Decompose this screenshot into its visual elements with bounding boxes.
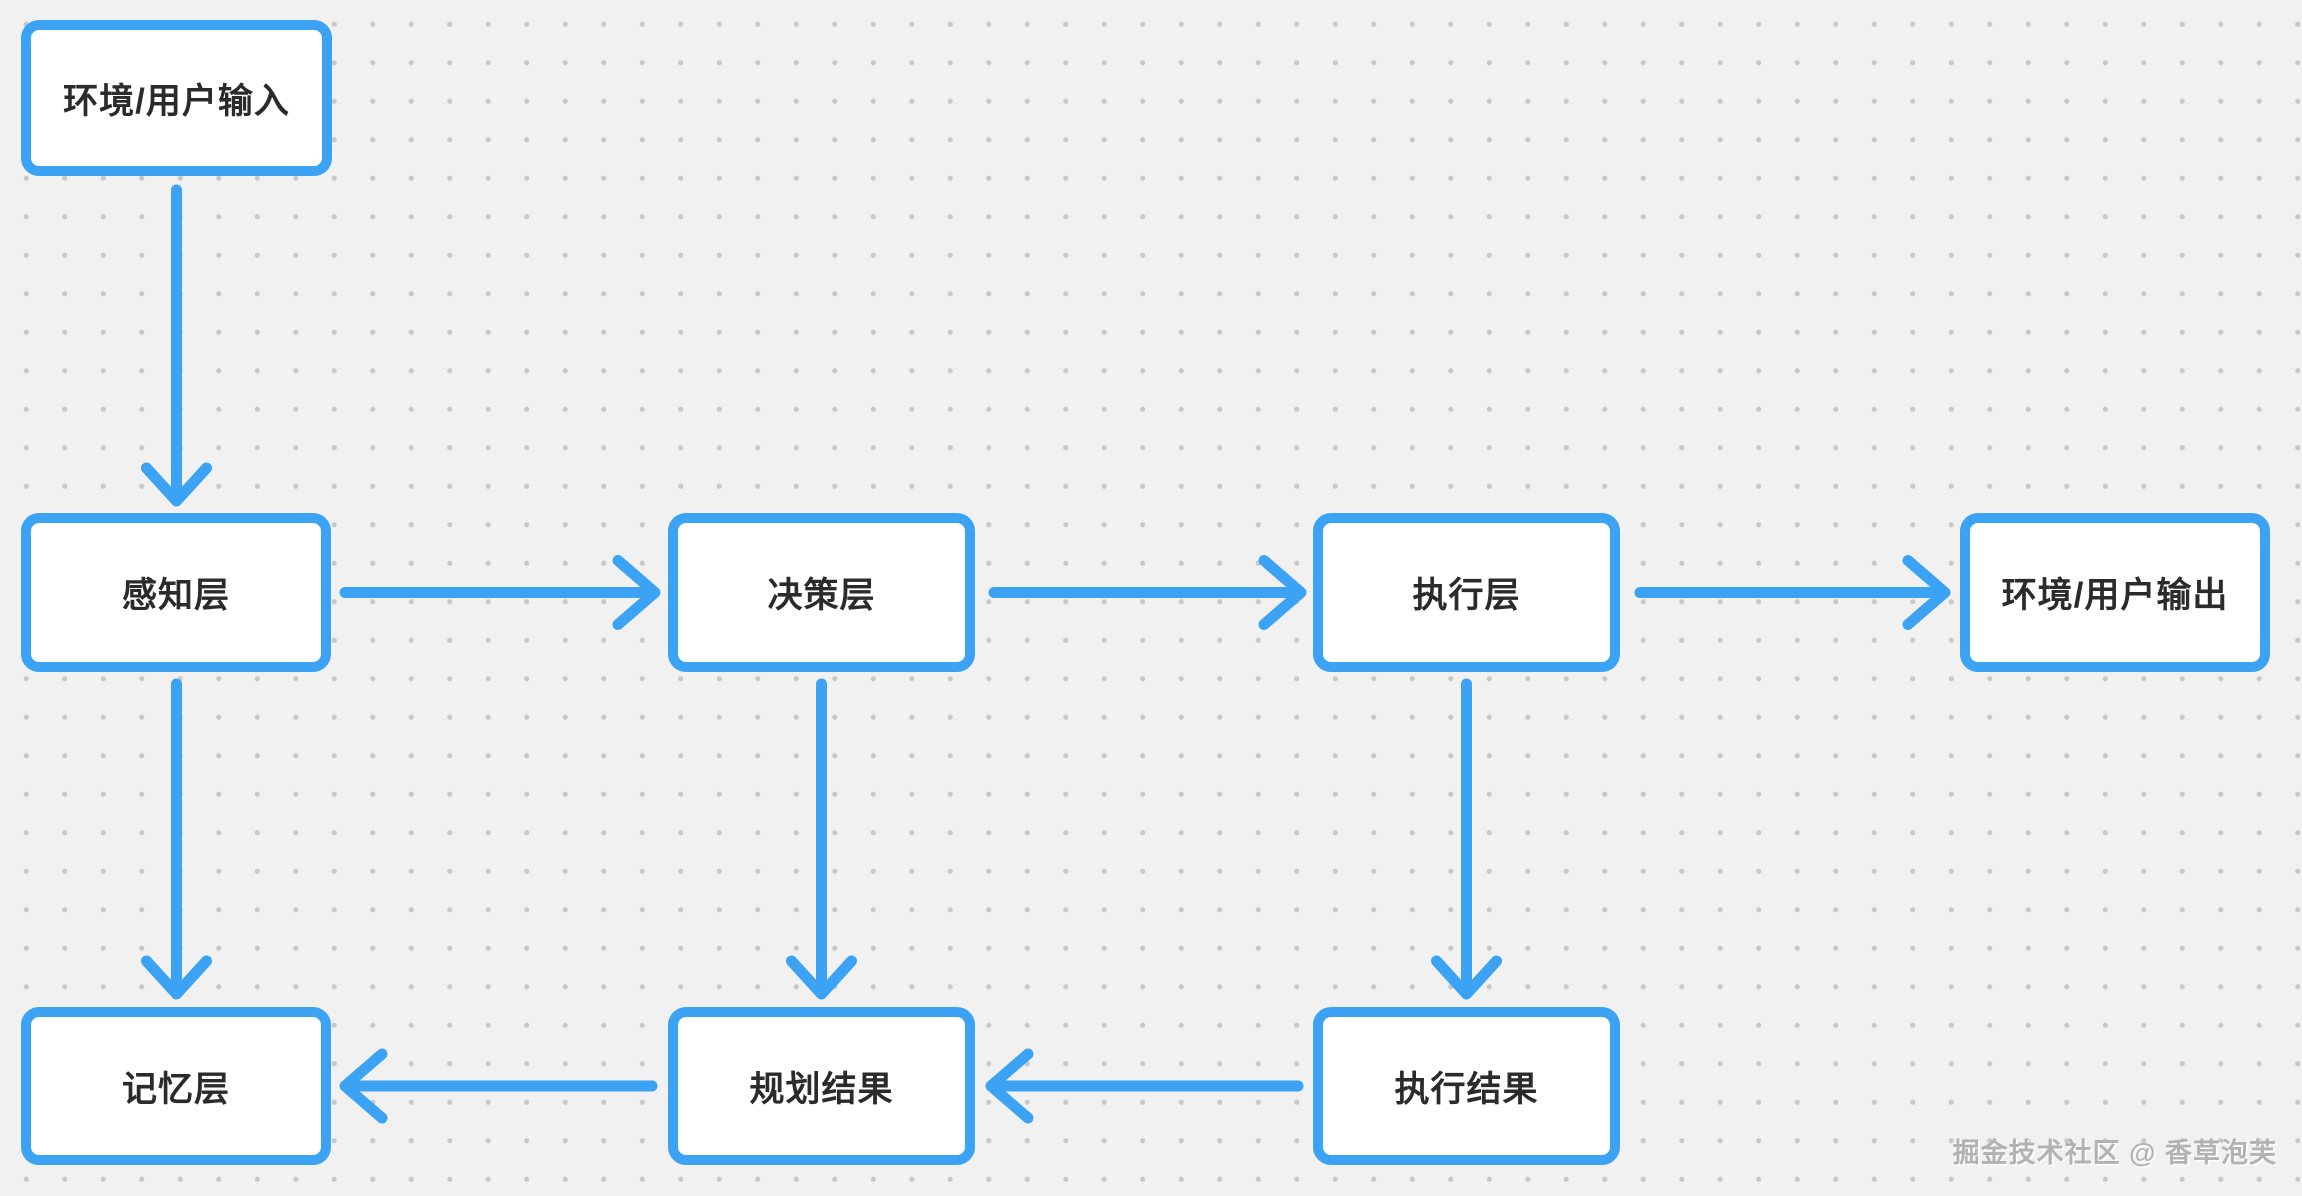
node-planning-result-label: 规划结果 [749, 1069, 894, 1109]
node-planning-result: 规划结果 [668, 1007, 975, 1165]
node-memory-label: 记忆层 [121, 1069, 230, 1109]
node-decision-label: 决策层 [767, 576, 876, 615]
node-perception: 感知层 [21, 513, 331, 672]
node-execution-result-label: 执行结果 [1394, 1069, 1539, 1109]
edge-decision-to-execution [988, 555, 1307, 630]
node-decision: 决策层 [668, 513, 975, 672]
node-memory: 记忆层 [21, 1007, 331, 1165]
node-execution: 执行层 [1313, 513, 1620, 672]
node-perception-label: 感知层 [121, 576, 230, 615]
edge-perception-to-memory [141, 678, 212, 1000]
watermark: 掘金技术社区 @ 香草泡芙 [1952, 1138, 2277, 1168]
edge-execution-to-env-output [1634, 555, 1951, 630]
edge-execution-result-to-planning-result [985, 1048, 1304, 1124]
edge-execution-to-execution-result [1431, 678, 1502, 1000]
node-execution-label: 执行层 [1412, 576, 1521, 615]
node-env-input-label: 环境/用户输入 [63, 81, 290, 121]
edge-planning-result-to-memory [339, 1048, 658, 1124]
edge-perception-to-decision [339, 555, 661, 630]
node-env-output-label: 环境/用户输出 [2001, 576, 2229, 615]
edge-decision-to-planning-result [786, 678, 857, 1000]
node-execution-result: 执行结果 [1313, 1007, 1620, 1165]
node-env-output: 环境/用户输出 [1960, 513, 2270, 672]
node-env-input: 环境/用户输入 [21, 20, 332, 176]
edge-env-input-to-perception [141, 184, 212, 507]
